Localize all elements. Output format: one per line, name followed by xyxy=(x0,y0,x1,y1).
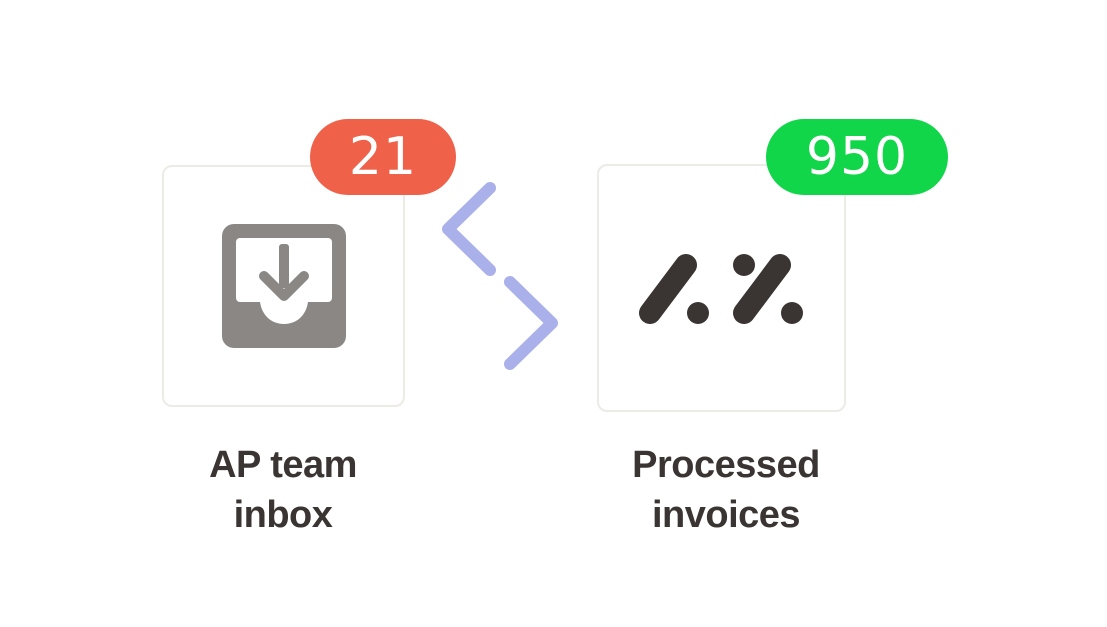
processed-count-badge: 950 xyxy=(766,119,948,195)
processed-label-line1: Processed xyxy=(632,444,820,486)
arrow-to-inbox xyxy=(442,182,606,276)
brand-logo-icon xyxy=(639,254,803,324)
arrow-to-processed xyxy=(402,276,558,370)
processed-label-line2: invoices xyxy=(651,494,801,536)
processed-card xyxy=(597,164,846,412)
inbox-label-line1: AP team xyxy=(209,444,357,486)
inbox-label: AP team inbox xyxy=(183,440,383,540)
inbox-label-line2: inbox xyxy=(233,494,333,536)
processed-label: Processed invoices xyxy=(596,440,856,540)
inbox-count-badge: 21 xyxy=(310,119,456,195)
inbox-download-icon xyxy=(222,224,346,348)
exchange-arrows xyxy=(402,182,606,370)
